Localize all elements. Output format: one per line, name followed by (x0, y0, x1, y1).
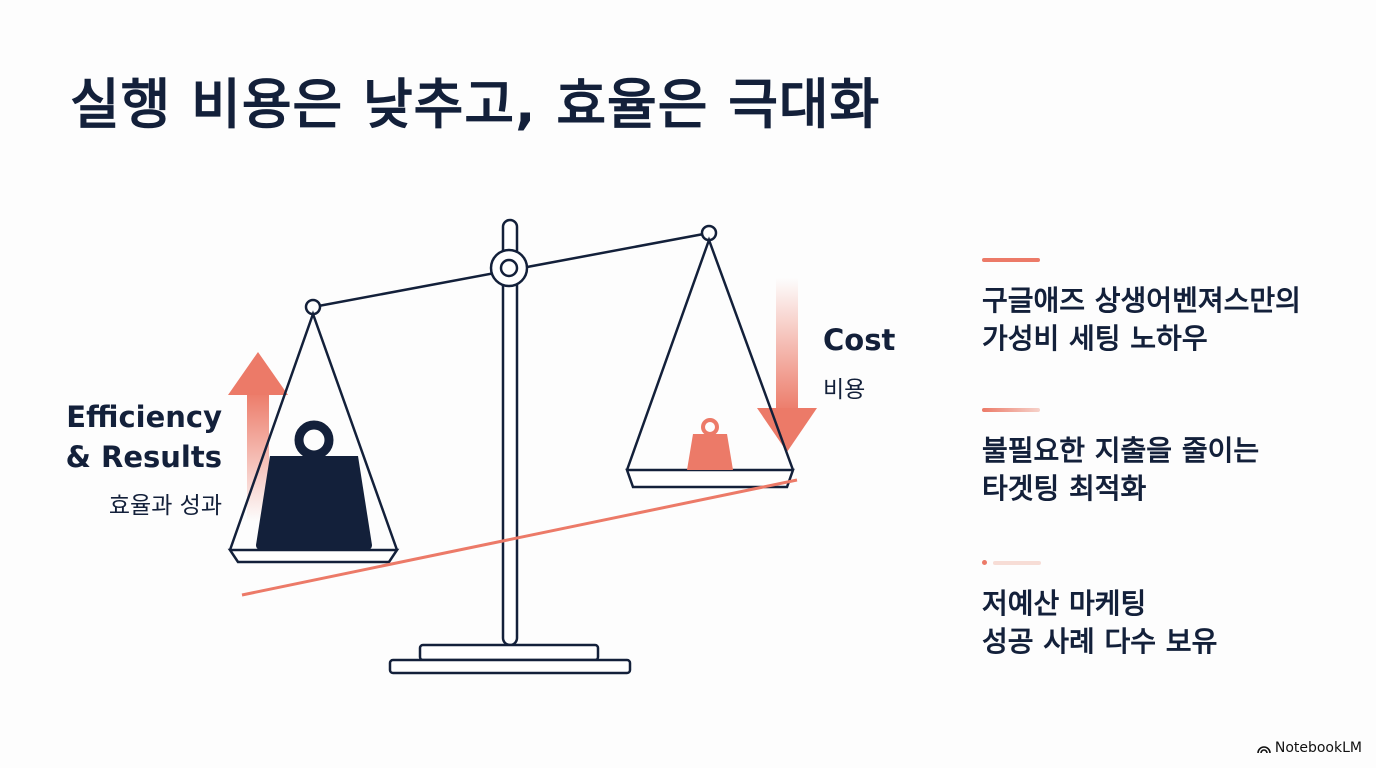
point-line: 성공 사례 다수 보유 (982, 625, 1218, 658)
results-label: & Results (65, 440, 222, 474)
efficiency-label: Efficiency (66, 400, 222, 434)
notebooklm-watermark: NotebookLM (1257, 740, 1362, 756)
point-line: 가성비 세팅 노하우 (982, 322, 1208, 355)
light-weight-icon (687, 418, 733, 470)
brand-label: NotebookLM (1274, 740, 1362, 756)
dot-icon (982, 560, 987, 565)
point-line: 저예산 마케팅 (982, 587, 1147, 620)
point-line: 구글애즈 상생어벤져스만의 (982, 284, 1301, 317)
heavy-weight-icon (256, 420, 372, 550)
divider (982, 408, 1040, 412)
point-line: 타겟팅 최적화 (982, 472, 1147, 505)
page-title: 실행 비용은 낮추고, 효율은 극대화 (70, 73, 881, 136)
notebooklm-logo-icon (1257, 746, 1271, 753)
cost-down-arrow (757, 278, 817, 452)
divider (993, 560, 1041, 565)
efficiency-sub-label: 효율과 성과 (108, 493, 222, 519)
divider (982, 258, 1040, 262)
cost-sub-label: 비용 (823, 377, 866, 403)
point-line: 불필요한 지출을 줄이는 (982, 434, 1260, 467)
trend-line (241, 478, 798, 597)
cost-label: Cost (823, 323, 896, 357)
